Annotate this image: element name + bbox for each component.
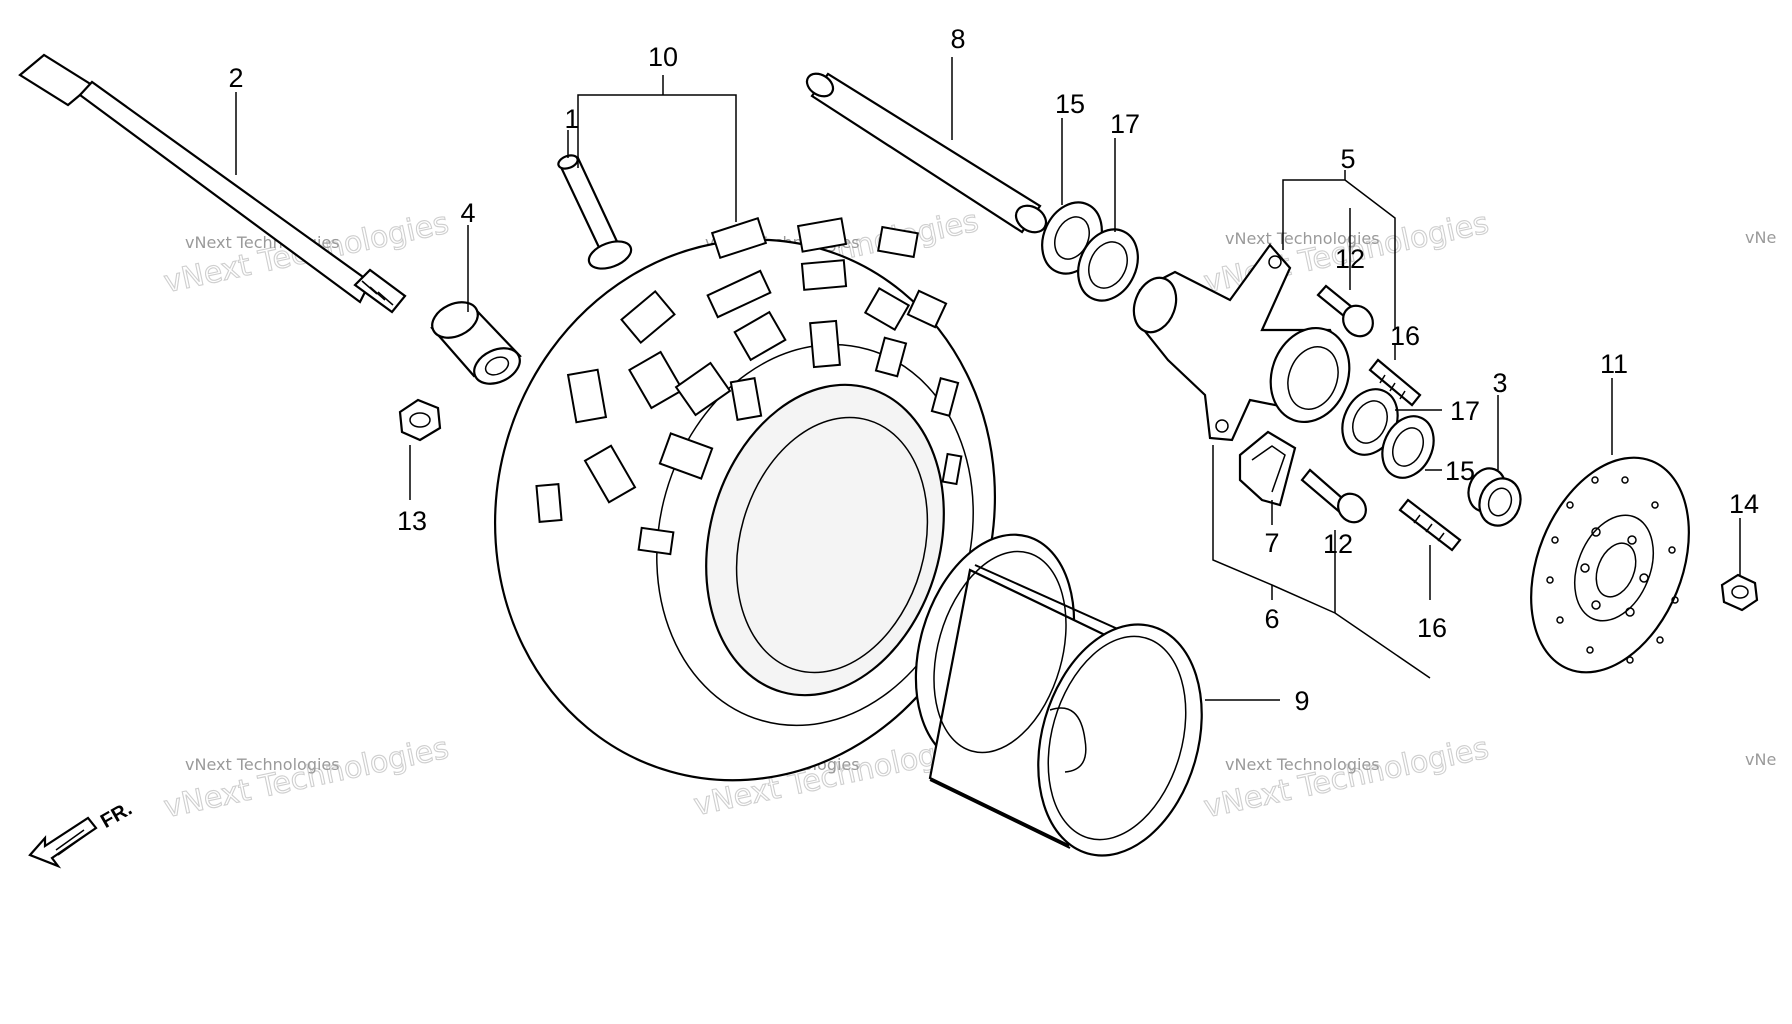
callout-13: 13 [397, 506, 427, 536]
stud-lower [1398, 498, 1462, 552]
watermark-small: vNext Technologies [1225, 229, 1380, 248]
callout-8: 8 [950, 24, 965, 54]
watermark-small: vNe [1745, 750, 1776, 769]
axle-shaft [18, 53, 407, 314]
callout-10: 10 [648, 42, 678, 72]
callout-17-upper: 17 [1110, 109, 1140, 139]
wheel-hub [1132, 243, 1351, 442]
callout-9: 9 [1294, 686, 1309, 716]
watermark-big: vNext Technologies [161, 731, 452, 826]
tire-tread [535, 216, 963, 556]
callout-labels: 1 2 3 4 5 6 7 8 9 10 11 12 12 13 14 15 1… [228, 24, 1759, 716]
callout-14: 14 [1729, 489, 1759, 519]
callout-4: 4 [460, 198, 475, 228]
callout-17-lower: 17 [1450, 396, 1480, 426]
callout-2: 2 [228, 63, 243, 93]
stud-upper [1368, 358, 1422, 407]
watermark-small: vNext Technologies [1225, 755, 1380, 774]
wheel-rim [914, 533, 1203, 857]
callout-5: 5 [1340, 144, 1355, 174]
valve-stem [557, 154, 633, 270]
seal-upper [1077, 228, 1139, 302]
bolt-lower [1300, 468, 1367, 524]
front-direction-label: FR. [97, 798, 136, 833]
seal-lower [1341, 388, 1399, 456]
disc-nut [1720, 573, 1759, 612]
callout-12-lower: 12 [1323, 529, 1353, 559]
leader-lines [235, 57, 1741, 701]
watermark-big: vNext Technologies [1201, 731, 1492, 826]
brake-disc [1530, 456, 1690, 674]
callout-3: 3 [1492, 368, 1507, 398]
hub-collar [1467, 467, 1522, 527]
collar [430, 301, 522, 385]
callout-1: 1 [564, 104, 579, 134]
callout-15-lower: 15 [1445, 456, 1475, 486]
callout-15-upper: 15 [1055, 89, 1085, 119]
callout-6: 6 [1264, 604, 1279, 634]
brake-plate [1238, 430, 1297, 507]
lock-nut [398, 398, 442, 442]
bearing-lower [1381, 415, 1435, 479]
tire [493, 216, 997, 782]
callout-11: 11 [1600, 349, 1628, 379]
front-direction-indicator: FR. [28, 798, 136, 869]
spacer-tube [805, 72, 1048, 234]
callout-16-upper: 16 [1390, 321, 1420, 351]
bolt-upper [1316, 284, 1374, 338]
callout-7: 7 [1264, 528, 1279, 558]
callout-12-upper: 12 [1335, 244, 1365, 274]
watermark-small: vNext Technologies [185, 755, 340, 774]
watermark-small: vNe [1745, 228, 1776, 247]
callout-16-lower: 16 [1417, 613, 1447, 643]
